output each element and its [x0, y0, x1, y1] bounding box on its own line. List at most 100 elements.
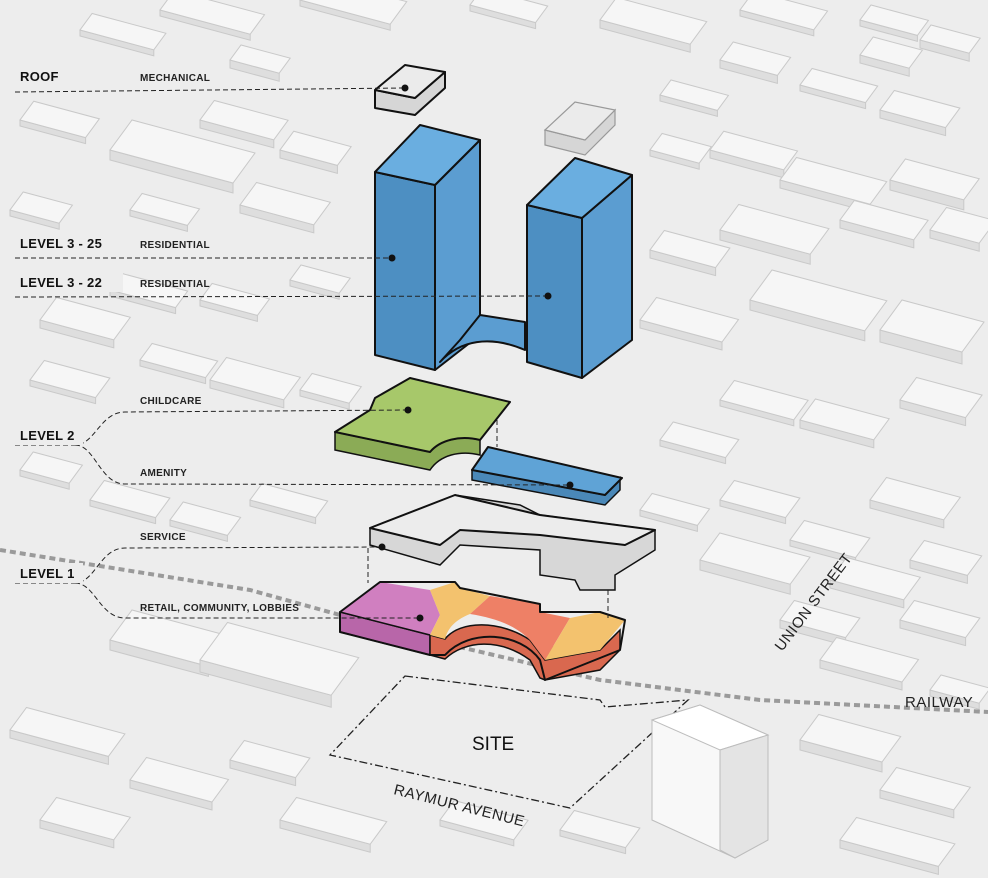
leader-dots [378, 84, 574, 622]
city-context [9, 0, 988, 876]
context-tower [650, 704, 770, 859]
context-block-top [239, 181, 332, 226]
context-block-top [829, 556, 922, 601]
context-block-top [799, 398, 891, 441]
context-block-top [649, 132, 713, 164]
context-block-top [279, 130, 352, 166]
level-1-service-mass [369, 494, 656, 591]
level-3-25-label: LEVEL 3 - 25 [20, 236, 102, 251]
context-block-top [859, 36, 924, 69]
context-block-top [719, 479, 801, 519]
context-block-top [39, 796, 132, 841]
context-block-top [139, 342, 219, 379]
context-block-top [799, 713, 902, 763]
context-block-top [929, 674, 988, 704]
context-block-top [879, 766, 972, 811]
childcare-label: CHILDCARE [140, 396, 202, 407]
context-block-top [879, 89, 961, 129]
level-1-retail-mass [339, 581, 626, 681]
context-block-top [639, 492, 711, 526]
context-block-top [79, 12, 167, 51]
context-block-top [109, 119, 256, 184]
context-block-top [229, 739, 311, 779]
context-block-top [129, 756, 230, 803]
context-block-top [229, 44, 292, 74]
context-block-top [859, 4, 930, 36]
railway-label: RAILWAY [905, 694, 973, 711]
site-boundary [328, 675, 690, 809]
amenity-label: AMENITY [140, 468, 187, 479]
context-block-top [639, 296, 740, 343]
context-block-top [199, 282, 271, 316]
level-2-amenity-mass [471, 446, 623, 506]
context-block-top [929, 206, 988, 244]
context-block-top [719, 41, 792, 76]
level-3-22-label: LEVEL 3 - 22 [20, 275, 102, 290]
roof-mechanical-right [543, 101, 617, 156]
context-block-top [19, 100, 101, 139]
context-block-top [29, 359, 111, 399]
residential-label-22: RESIDENTIAL [140, 279, 210, 290]
tower-left [374, 124, 481, 371]
context-block-top [719, 379, 809, 421]
level-2-childcare-mass [334, 377, 511, 471]
context-block-top [739, 0, 829, 31]
context-block-top [879, 299, 985, 353]
site-label: SITE [472, 734, 514, 755]
context-block-top [299, 372, 363, 404]
context-block-top [9, 191, 74, 224]
level-2-label: LEVEL 2 [20, 428, 75, 443]
context-block-top [869, 476, 962, 521]
context-block-top [129, 192, 201, 226]
context-block-top [899, 599, 981, 639]
roof-label: ROOF [20, 69, 59, 84]
context-block-top [279, 796, 388, 845]
context-block-top [169, 501, 242, 536]
context-block-top [909, 539, 983, 576]
retail-community-lobbies-label: RETAIL, COMMUNITY, LOBBIES [140, 603, 299, 614]
context-block-top [159, 0, 266, 35]
context-block-top [899, 376, 983, 419]
context-block-top [199, 99, 289, 141]
context-block-top [199, 621, 360, 696]
leader-lines [14, 87, 609, 619]
context-block-top [249, 482, 329, 519]
context-block-top [39, 296, 132, 341]
residential-label-25: RESIDENTIAL [140, 240, 210, 251]
level-1-label: LEVEL 1 [20, 566, 75, 581]
context-block-top [889, 158, 981, 201]
context-block-top [9, 706, 126, 757]
level-labels: ROOF MECHANICAL LEVEL 3 - 25 RESIDENTIAL… [15, 66, 299, 614]
context-block-top [19, 451, 84, 484]
context-block-top [649, 229, 731, 269]
context-block-top [789, 519, 871, 559]
context-block-top [289, 264, 352, 294]
context-block-top [779, 156, 888, 205]
context-block-top [89, 479, 171, 519]
context-block-top [709, 130, 799, 171]
railway-line [0, 548, 988, 714]
context-block-top [819, 636, 920, 683]
roof-mechanical-left [374, 64, 446, 116]
context-block-top [919, 24, 982, 54]
context-block-top [659, 79, 730, 111]
context-block-top [209, 356, 302, 401]
context-block-top [799, 67, 879, 104]
context-block-top [779, 599, 861, 639]
context-block-top [839, 816, 956, 867]
mechanical-label: MECHANICAL [140, 73, 210, 84]
tower-right [526, 157, 633, 379]
context-block-top [719, 203, 830, 255]
service-label: SERVICE [140, 532, 186, 543]
context-block-top [469, 0, 549, 24]
context-block-top [599, 0, 708, 45]
context-block-top [839, 199, 929, 241]
context-block-top [659, 421, 740, 459]
context-block-top [749, 269, 888, 332]
context-block-top [699, 532, 811, 585]
context-block-top [559, 809, 641, 849]
context-block-top [439, 799, 529, 841]
context-block-top [299, 0, 408, 25]
tower-link [439, 314, 526, 363]
